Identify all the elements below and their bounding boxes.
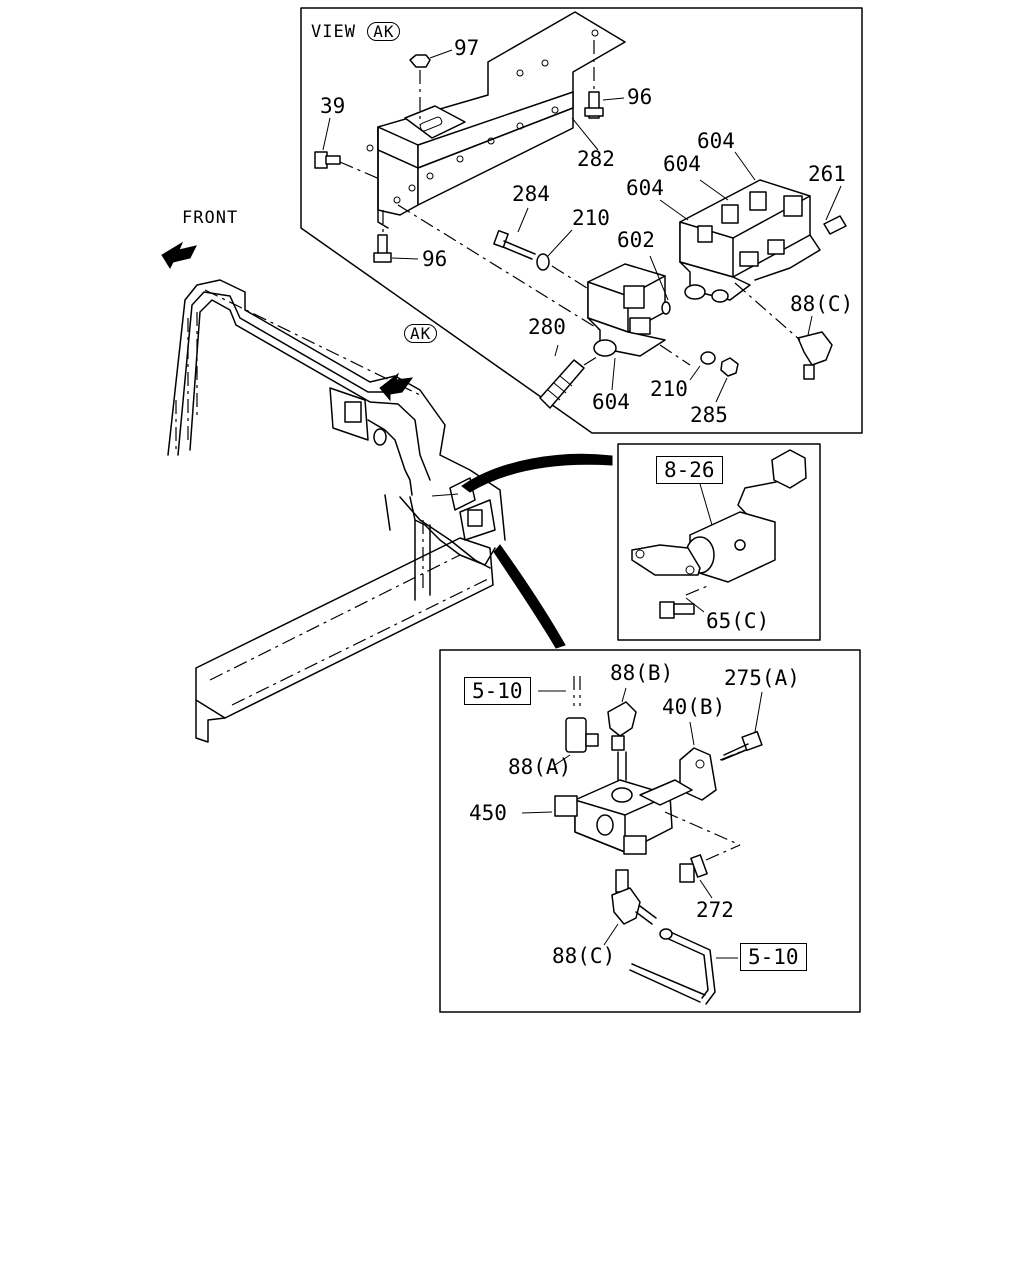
callout-88c: 88(C) <box>552 944 616 968</box>
callout-282: 282 <box>577 147 615 171</box>
callout-604-c: 604 <box>626 176 664 200</box>
callout-450: 450 <box>469 801 507 825</box>
chassis-main-view <box>161 241 613 743</box>
callout-280: 280 <box>528 315 566 339</box>
washer-210-a <box>536 229 591 291</box>
callout-210-a: 210 <box>572 206 610 230</box>
callout-96-bottom: 96 <box>422 247 448 271</box>
callout-88c-view: 88(C) <box>790 292 854 316</box>
nut-97 <box>409 49 453 125</box>
callout-272: 272 <box>696 898 734 922</box>
callout-284: 284 <box>512 182 550 206</box>
callout-285: 285 <box>690 403 728 427</box>
solenoid-valve-assembly-604 <box>679 179 821 303</box>
callout-97: 97 <box>454 36 480 60</box>
callout-602: 602 <box>617 228 655 252</box>
view-title: VIEW AK <box>311 22 401 42</box>
leader-282 <box>571 117 599 151</box>
front-label: FRONT <box>182 208 239 228</box>
callout-604-b: 604 <box>663 152 701 176</box>
callout-604-a: 604 <box>697 129 735 153</box>
leader-604-bottom <box>611 357 616 391</box>
callout-39: 39 <box>320 94 346 118</box>
callout-261: 261 <box>808 162 846 186</box>
view-ak-panel <box>300 7 863 434</box>
mounting-bracket-282 <box>366 11 626 229</box>
callout-604-d: 604 <box>592 390 630 414</box>
solenoid-valve-604 <box>587 263 666 357</box>
view-ref-badge: AK <box>367 22 401 41</box>
pointer-to-detail-510 <box>493 544 566 649</box>
main-view-ref: AK <box>404 324 438 343</box>
front-arrow-icon <box>161 241 197 270</box>
ref-box-8-26: 8-26 <box>656 456 723 484</box>
pointer-to-detail-826 <box>461 453 613 493</box>
elbow-88c-view <box>734 282 833 380</box>
ref-box-5-10-top: 5-10 <box>464 677 531 705</box>
callout-65c: 65(C) <box>706 609 770 633</box>
bolt-96-top <box>584 40 625 119</box>
bolt-284 <box>493 207 536 260</box>
callout-96-top: 96 <box>627 85 653 109</box>
bolt-39 <box>314 117 383 181</box>
plug-261 <box>823 185 847 235</box>
washer-210-b <box>689 351 716 381</box>
bolt-96-bottom <box>373 210 419 263</box>
nut-285 <box>715 357 739 403</box>
callout-40b: 40(B) <box>662 695 726 719</box>
ref-box-5-10-bottom: 5-10 <box>740 943 807 971</box>
fitting-280 <box>539 344 601 409</box>
callout-88b: 88(B) <box>610 661 674 685</box>
view-title-text: VIEW <box>311 22 356 42</box>
o-ring-602 <box>649 255 671 315</box>
main-view-ref-badge: AK <box>404 324 438 343</box>
callout-210-b: 210 <box>650 377 688 401</box>
detail-510-panel <box>439 649 861 1013</box>
detail-826-panel <box>617 443 821 641</box>
callout-275a: 275(A) <box>724 666 800 690</box>
callout-88a: 88(A) <box>508 755 572 779</box>
